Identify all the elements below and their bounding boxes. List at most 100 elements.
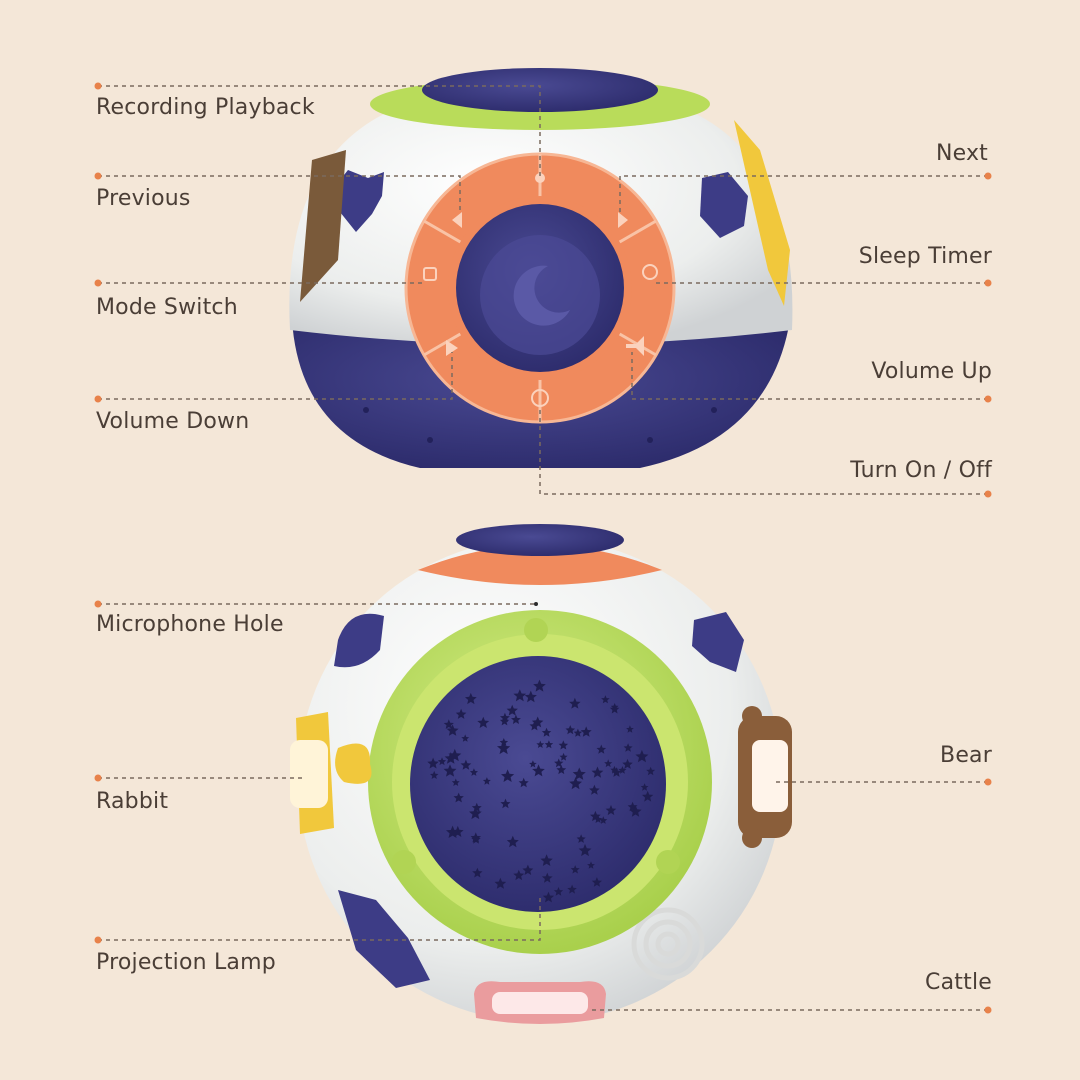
lime-bumps [392,618,680,874]
projection-star [589,784,600,795]
label-projection-lamp: Projection Lamp [96,950,276,975]
leader-volume-down [98,352,453,400]
shape-cutout-top-left [334,613,384,668]
label-rabbit: Rabbit [96,789,169,814]
projection-star [604,759,613,768]
projection-star [536,740,545,748]
moon-icon [513,265,570,326]
projection-star [500,798,511,809]
projection-star [506,835,519,848]
projection-star [501,769,515,782]
label-sleep-timer: Sleep Timer [858,244,992,269]
projection-star [601,695,610,704]
volume-up-icon [626,336,644,356]
projection-star [635,749,649,763]
projection-star [524,690,537,703]
label-bear: Bear [940,743,992,768]
projection-star [532,764,545,777]
leader-next [619,175,988,214]
projection-star [437,757,447,766]
projection-star [587,861,595,869]
top-device [289,68,793,468]
label-turn-on-off: Turn On / Off [850,458,992,483]
label-volume-up: Volume Up [871,359,992,384]
timer-button-icon [642,264,658,280]
projection-star [506,704,518,716]
leader-previous [98,175,461,214]
projection-star [622,758,633,769]
projection-star [640,783,649,791]
speaker-holes [363,407,717,443]
projection-star [553,887,564,896]
projection-star [629,805,642,817]
projection-star [554,758,564,768]
bear-side-top [300,150,346,302]
projection-star [590,810,601,822]
projection-star [573,728,583,737]
next-button-icon [618,212,628,228]
projection-star [626,725,634,733]
volume-down-icon [446,340,458,356]
projection-star [618,766,627,774]
projection-star [578,843,592,857]
projection-star [469,807,482,820]
previous-button-icon [452,212,462,228]
projection-star [529,760,537,768]
projection-star [511,714,521,724]
button-glyphs [423,173,658,407]
projection-star [444,752,457,764]
projection-star [427,757,439,769]
label-volume-down: Volume Down [96,409,250,434]
record-button-icon [535,173,545,183]
projection-star [451,778,460,786]
projection-star [499,716,510,726]
bear-character [738,706,792,848]
leader-turn-on-off [539,408,988,495]
projection-star [576,834,586,843]
projection-star [642,790,654,802]
label-previous: Previous [96,186,191,211]
projection-star [482,777,491,785]
projection-star [499,738,509,747]
projection-star [580,726,592,737]
center-dial-inner [480,235,600,355]
projection-star [448,748,462,762]
projection-star [569,777,582,790]
projection-star [522,864,534,875]
power-button-icon [531,389,549,407]
projection-star [541,727,552,737]
label-microphone-hole: Microphone Hole [96,612,284,637]
leader-recording-playback [98,85,541,176]
projection-star [443,719,454,729]
projection-star [494,877,507,889]
projection-star [558,740,569,750]
label-mode-switch: Mode Switch [96,295,238,320]
bottom-device-cap [418,545,662,585]
projection-star [572,767,586,780]
cattle-character [474,981,606,1024]
projection-star [513,869,525,881]
projection-star [460,759,472,770]
microphone-hole [534,602,538,606]
projection-star [453,792,464,803]
projection-star [605,804,617,816]
projection-star [542,891,555,903]
rabbit-side-top [734,120,790,306]
label-recording-playback: Recording Playback [96,95,315,120]
projection-star [599,816,608,824]
projection-star [567,884,577,894]
projection-star [472,867,483,878]
projection-star [477,716,490,728]
leader-projection-lamp [98,894,541,941]
leader-volume-up [631,352,988,400]
projection-star [541,872,553,883]
projection-star [531,716,544,728]
hex-shape-right [700,172,748,238]
projection-star [518,777,529,788]
projection-star [540,854,553,866]
projection-star [570,865,580,874]
projection-star [533,679,546,692]
spiral-texture [631,907,705,981]
